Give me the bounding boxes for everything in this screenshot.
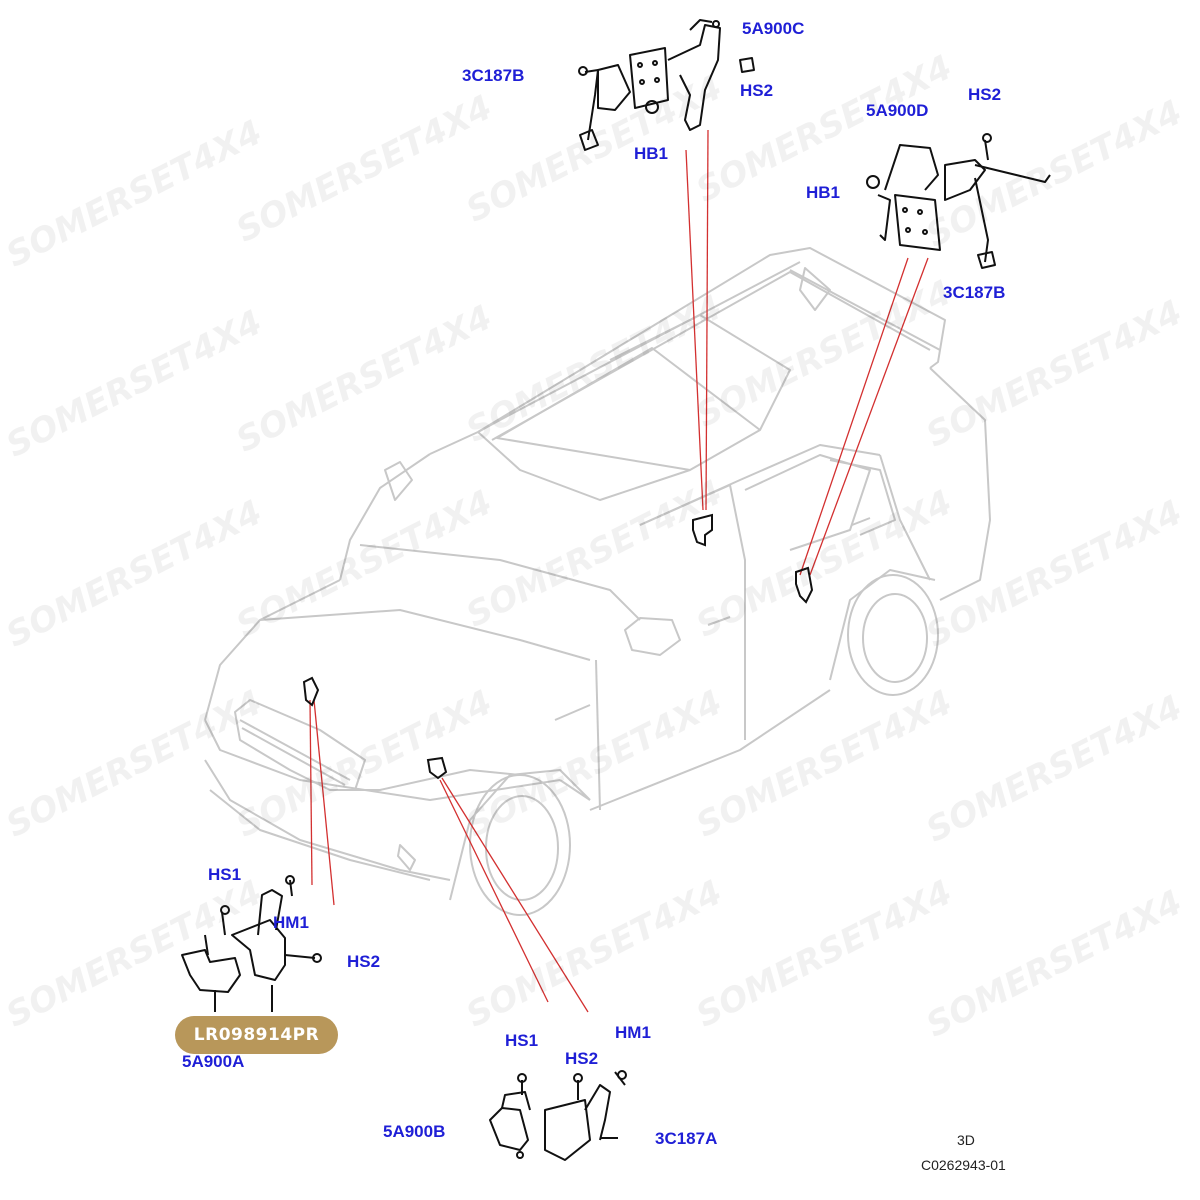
callout-5a900a[interactable]: 5A900A (182, 1052, 245, 1071)
callout-3c187b-top[interactable]: 3C187B (462, 66, 525, 85)
callout-3c187b-right[interactable]: 3C187B (943, 283, 1006, 302)
callout-5a900d[interactable]: 5A900D (866, 101, 929, 120)
front-right-sensor-assembly (489, 1070, 627, 1161)
callout-hs2-right[interactable]: HS2 (968, 85, 1002, 104)
right-rear-sensor-assembly (866, 133, 1051, 269)
part-number-badge[interactable]: LR098914PR (175, 1016, 338, 1054)
front-right-sensor-icon (426, 756, 448, 780)
view-label: 3D (957, 1132, 975, 1148)
callout-5a900b[interactable]: 5A900B (383, 1122, 446, 1141)
callout-3c187a[interactable]: 3C187A (655, 1129, 718, 1148)
callout-hb1-right[interactable]: HB1 (806, 183, 841, 202)
callout-hs2-front-right[interactable]: HS2 (565, 1049, 599, 1068)
callout-hs1-front-right[interactable]: HS1 (505, 1031, 539, 1050)
callout-5a900c[interactable]: 5A900C (742, 19, 805, 38)
callout-hs1-front-left[interactable]: HS1 (208, 865, 242, 884)
rear-right-sensor-icon (795, 566, 814, 604)
rear-left-sensor-icon (692, 513, 713, 547)
callout-hm1-front-right[interactable]: HM1 (615, 1023, 651, 1042)
leader-lines (309, 129, 929, 1013)
top-rear-sensor-assembly (578, 19, 755, 151)
sensor-icons-on-vehicle (302, 513, 814, 780)
callout-hm1-front-left[interactable]: HM1 (273, 913, 309, 932)
callout-hb1-top[interactable]: HB1 (634, 144, 669, 163)
front-left-sensor-icon (302, 676, 320, 707)
vehicle-outline (204, 247, 991, 916)
front-left-sensor-assembly (181, 875, 322, 1012)
diagram-code: C0262943-01 (921, 1157, 1006, 1173)
callout-hs2-top[interactable]: HS2 (740, 81, 774, 100)
callout-hs2-front-left[interactable]: HS2 (347, 952, 381, 971)
